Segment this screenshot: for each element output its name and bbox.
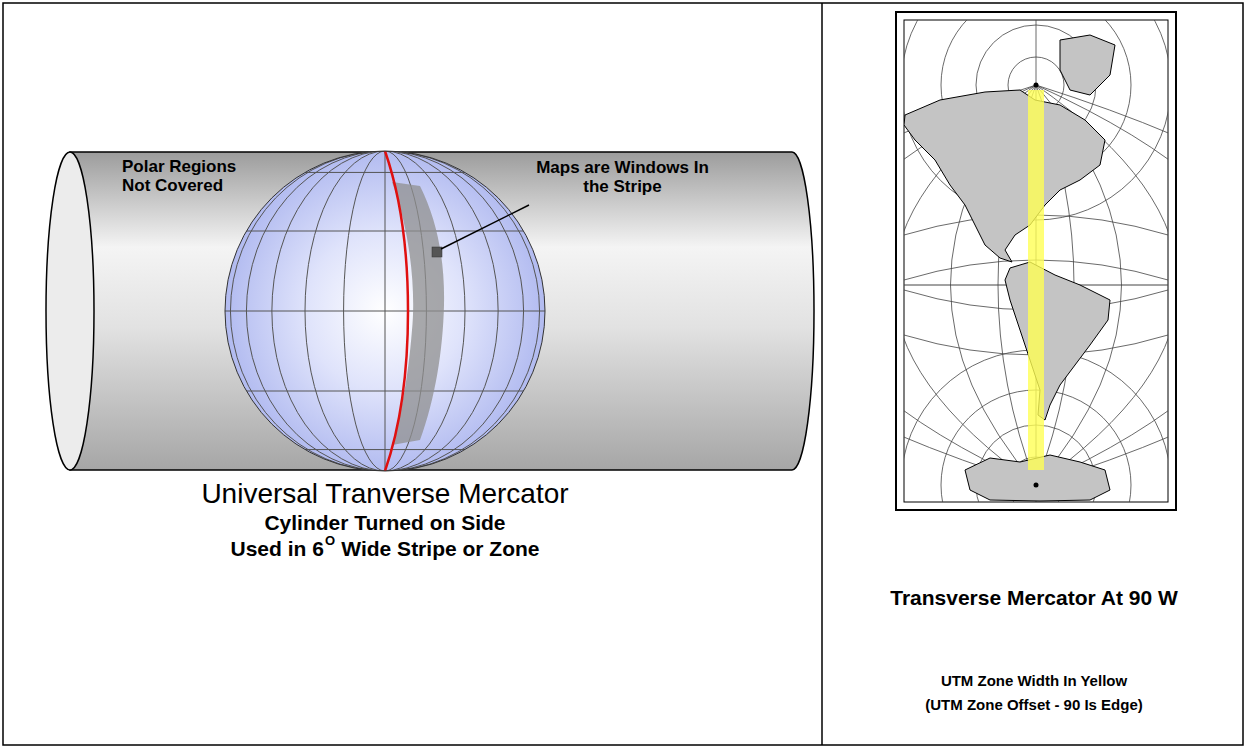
map-inner-frame	[904, 20, 1168, 502]
subtitle: Used in 6	[231, 537, 324, 561]
text-row: Used in 6O Wide Stripe or Zone	[85, 537, 685, 561]
callout-label: Maps are Windows In the Stripe	[535, 158, 710, 196]
parallel	[225, 172, 545, 173]
diagram-title: Universal Tranverse Mercator	[85, 478, 685, 509]
subtitle: Cylinder Turned on Side	[85, 511, 685, 535]
leader-line	[441, 205, 529, 249]
transverse-mercator-map	[723, 0, 1246, 620]
table-divider	[821, 3, 823, 745]
map-caption: UTM Zone Width In Yellow	[874, 673, 1194, 690]
map-title: Transverse Mercator At 90 W	[874, 586, 1194, 610]
map-window	[432, 247, 442, 257]
central-meridian	[385, 151, 408, 471]
landmass	[1060, 35, 1115, 95]
globe	[225, 151, 545, 471]
pole-dot	[1034, 483, 1039, 488]
parallel	[225, 449, 545, 450]
cylinder-end	[46, 152, 94, 470]
map-graticule	[904, 20, 1168, 502]
landmass	[1005, 262, 1110, 420]
zone-stripe	[392, 182, 444, 445]
map-caption: (UTM Zone Offset - 90 Is Edge)	[874, 697, 1194, 714]
callout-label: Polar Regions Not Covered	[122, 157, 254, 195]
cylinder	[46, 152, 814, 470]
globe-graticule	[225, 151, 545, 471]
subtitle: Wide Stripe or Zone	[341, 537, 539, 561]
parallel	[225, 391, 545, 392]
landmass	[904, 90, 1105, 262]
table-border	[3, 3, 1243, 745]
cylinder-body	[70, 152, 814, 470]
parallel	[225, 231, 545, 232]
globe-disc	[225, 151, 545, 471]
parallel	[225, 311, 545, 312]
utm-zone-band	[1028, 90, 1044, 470]
map-frame	[896, 12, 1176, 510]
pole-dot	[1034, 83, 1039, 88]
degree-superscript: O	[325, 534, 335, 549]
globe-outline	[225, 151, 545, 471]
